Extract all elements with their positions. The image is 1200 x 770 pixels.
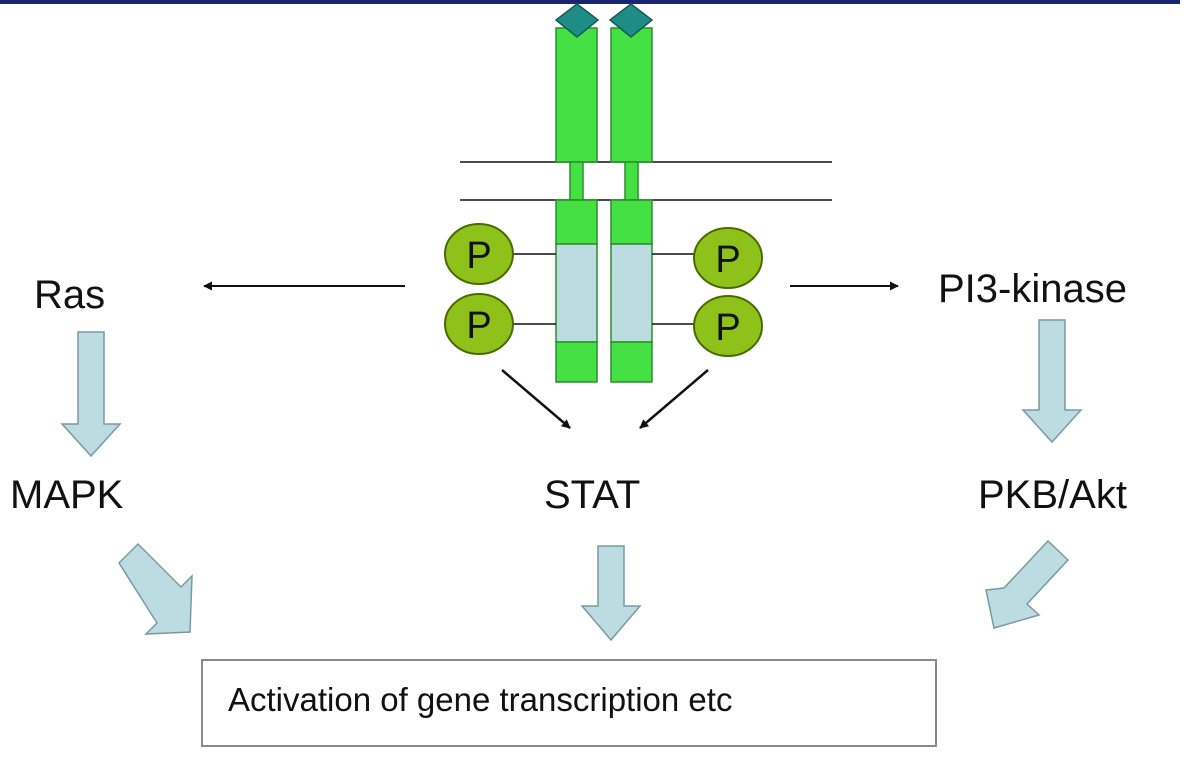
phospho-circle — [444, 293, 514, 355]
arrow-right-to-stat — [639, 369, 709, 429]
label-pi3k: PI3-kinase — [938, 267, 1127, 311]
phospho-group-right-bottom: P — [693, 295, 763, 357]
output-box — [201, 659, 937, 747]
top-rule — [0, 0, 1180, 4]
block-arrow-ras-to-mapk — [60, 331, 122, 458]
phospho-circle — [693, 295, 763, 357]
receptor-chain-left — [555, 27, 598, 383]
receptor-chain-right — [610, 27, 653, 383]
phospho-label: P — [715, 307, 740, 349]
label-pkb-akt: PKB/Akt — [978, 473, 1127, 517]
block-arrow-pkb-to-output — [985, 539, 1070, 629]
phospho-group-left-bottom: P — [444, 293, 514, 355]
ligand-diamond-right — [608, 3, 654, 38]
phospho-group-left-top: P — [444, 223, 514, 285]
label-ras: Ras — [34, 273, 105, 317]
block-arrow-pi3k-to-pkb — [1021, 319, 1083, 444]
phospho-group-right-top: P — [693, 227, 763, 289]
arrow-left-to-stat — [501, 369, 571, 429]
block-arrow-mapk-to-output — [118, 542, 193, 635]
phospho-circle — [693, 227, 763, 289]
label-mapk: MAPK — [10, 473, 124, 517]
ligand-diamond-left — [554, 3, 600, 38]
output-box-label: Activation of gene transcription etc — [228, 681, 732, 718]
phospho-label: P — [466, 305, 491, 347]
phospho-circle — [444, 223, 514, 285]
phospho-label: P — [466, 235, 491, 277]
block-arrow-stat-to-output — [580, 545, 642, 642]
label-stat: STAT — [544, 473, 640, 517]
phospho-label: P — [715, 239, 740, 281]
